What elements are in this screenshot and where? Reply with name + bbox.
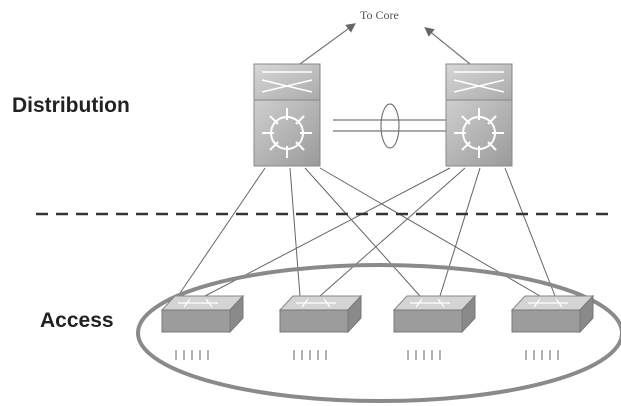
distribution-tier-label: Distribution (12, 94, 130, 117)
access-switch-2 (278, 294, 363, 360)
access-switch-1 (160, 294, 245, 360)
distribution-switch-left (253, 63, 321, 167)
core-uplinks (299, 23, 471, 65)
interswitch-link (333, 103, 446, 149)
access-group-ellipse (136, 263, 621, 403)
uplink-mesh (177, 167, 556, 297)
access-tier-label: Access (40, 309, 114, 332)
access-switch-4 (510, 294, 595, 360)
to-core-label: To Core (360, 8, 399, 22)
distribution-switch-right (445, 63, 513, 167)
etherchannel-ring (380, 103, 400, 149)
access-switch-3 (392, 294, 477, 360)
core-uplink-right (424, 26, 471, 65)
core-uplink-left (299, 23, 356, 65)
